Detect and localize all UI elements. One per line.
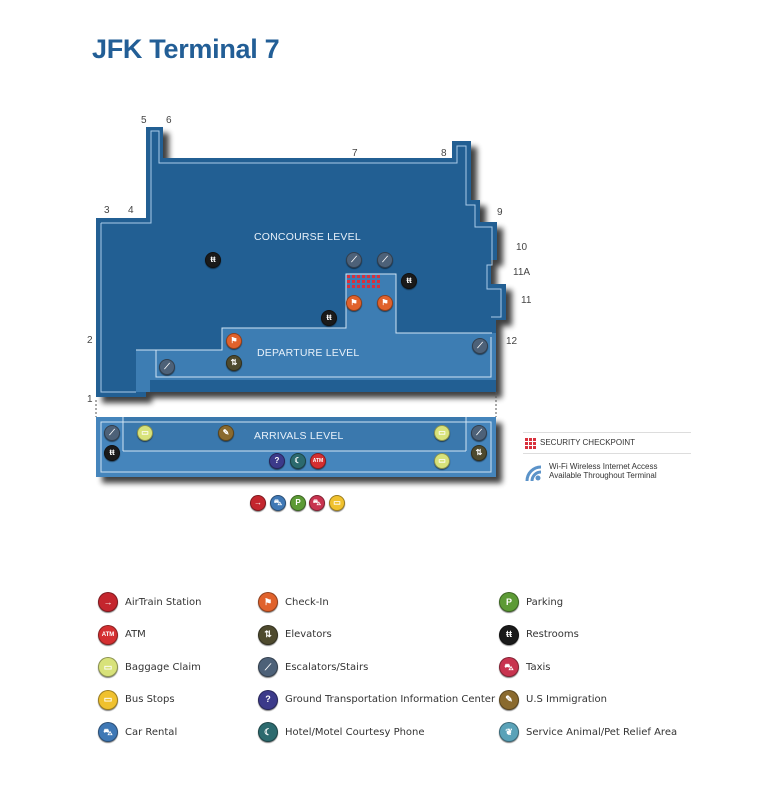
baggage-claim-icon[interactable]: ▭	[434, 453, 450, 469]
baggage-claim-icon[interactable]: ▭	[137, 425, 153, 441]
restroom-icon[interactable]: ŧŧ	[104, 445, 120, 461]
restroom-icon: ŧŧ	[499, 624, 519, 645]
legend-label: Escalators/Stairs	[285, 661, 369, 673]
legend-item: ✎ U.S Immigration	[499, 689, 607, 710]
gate-label: 11	[521, 295, 532, 306]
escalator-icon[interactable]: ⟋	[471, 425, 487, 441]
immigration-icon: ✎	[499, 689, 519, 710]
check-in-icon[interactable]: ⚑	[346, 295, 362, 311]
legend-item: ⇅ Elevators	[258, 624, 332, 645]
wifi-icon	[525, 465, 542, 482]
restroom-icon[interactable]: ŧŧ	[321, 310, 337, 326]
gate-label: 10	[516, 242, 528, 253]
legend-label: Ground Transportation Information Center	[285, 694, 496, 705]
elevator-icon[interactable]: ⇅	[226, 355, 242, 371]
taxi-icon[interactable]: ⛍	[309, 495, 325, 511]
legend-item: → AirTrain Station	[98, 592, 201, 612]
concourse-level-area	[96, 127, 506, 397]
ground-transportation-icon[interactable]: ?	[269, 453, 285, 469]
atm-icon[interactable]: ATM	[310, 453, 326, 469]
airtrain-icon[interactable]: →	[250, 495, 266, 511]
check-in-icon[interactable]: ⚑	[377, 295, 393, 311]
legend-item: P Parking	[499, 592, 563, 612]
gate-label: 2	[87, 335, 93, 346]
legend-label: U.S Immigration	[526, 694, 607, 705]
page-title: JFK Terminal 7	[92, 34, 280, 64]
immigration-icon[interactable]: ✎	[218, 425, 234, 441]
security-checkpoint-legend-icon	[525, 438, 536, 449]
legend-item: ? Ground Transportation Information Cente…	[258, 689, 496, 710]
car-rental-icon: ⛍	[98, 722, 118, 742]
gate-label: 12	[506, 336, 518, 347]
arrivals-level-label: ARRIVALS LEVEL	[254, 430, 344, 442]
legend-item: ⛍ Taxis	[499, 657, 551, 677]
baggage-claim-icon: ▭	[98, 657, 118, 677]
atm-icon: ATM	[98, 624, 118, 645]
escalator-icon[interactable]: ⟋	[159, 359, 175, 375]
legend-label: Check-In	[285, 596, 329, 608]
legend-label: Taxis	[526, 661, 551, 673]
gate-label: 6	[166, 115, 172, 126]
legend-label: Service Animal/Pet Relief Area	[526, 726, 678, 738]
divider	[523, 432, 691, 433]
bus-stop-icon[interactable]: ▭	[329, 495, 345, 511]
legend-label: Elevators	[285, 629, 332, 640]
hotel-phone-icon[interactable]: ☾	[290, 453, 306, 469]
legend-label: Baggage Claim	[125, 661, 201, 673]
restroom-icon[interactable]: ŧŧ	[205, 252, 221, 268]
legend-item: ATM ATM	[98, 624, 146, 645]
security-checkpoint-area	[347, 275, 380, 288]
wifi-note-line1: Wi-Fi Wireless Internet Access	[549, 462, 658, 471]
escalator-icon[interactable]: ⟋	[472, 338, 488, 354]
escalator-icon[interactable]: ⟋	[346, 252, 362, 268]
gate-label: 7	[352, 148, 358, 159]
baggage-claim-icon[interactable]: ▭	[434, 425, 450, 441]
check-in-icon: ⚑	[258, 592, 278, 612]
gate-label: 3	[104, 205, 110, 216]
gate-label: 5	[141, 115, 147, 126]
legend-label: Restrooms	[526, 629, 579, 640]
escalator-icon: ⟋	[258, 657, 278, 677]
pet-relief-icon: ❦	[499, 722, 519, 742]
legend-item: ⟋ Escalators/Stairs	[258, 657, 368, 677]
car-rental-icon[interactable]: ⛍	[270, 495, 286, 511]
elevator-icon: ⇅	[258, 624, 278, 645]
legend-label: Parking	[526, 596, 564, 608]
ground-transportation-icon: ?	[258, 689, 278, 710]
gate-label: 11A	[513, 267, 531, 278]
elevator-icon[interactable]: ⇅	[471, 445, 487, 461]
security-checkpoint-note: SECURITY CHECKPOINT	[540, 438, 635, 447]
gate-label: 8	[441, 148, 447, 159]
escalator-icon[interactable]: ⟋	[104, 425, 120, 441]
legend-label: AirTrain Station	[125, 596, 202, 608]
legend-item: ▭ Bus Stops	[98, 689, 175, 710]
legend-item: ŧŧ Restrooms	[499, 624, 579, 645]
concourse-level-label: CONCOURSE LEVEL	[254, 231, 361, 243]
parking-icon: P	[499, 592, 519, 612]
legend-label: Bus Stops	[125, 694, 175, 705]
legend-label: ATM	[125, 629, 146, 640]
legend-item: ☾ Hotel/Motel Courtesy Phone	[258, 722, 425, 742]
gate-label: 1	[87, 394, 93, 405]
departure-level-label: DEPARTURE LEVEL	[257, 347, 360, 359]
parking-icon[interactable]: P	[290, 495, 306, 511]
legend-item: ⛍ Car Rental	[98, 722, 177, 742]
legend-item: ❦ Service Animal/Pet Relief Area	[499, 722, 677, 742]
divider	[523, 453, 691, 454]
gate-label: 4	[128, 205, 134, 216]
legend-item: ▭ Baggage Claim	[98, 657, 201, 677]
check-in-icon[interactable]: ⚑	[226, 333, 242, 349]
gate-label: 9	[497, 207, 503, 218]
wifi-note-line2: Available Throughout Terminal	[549, 471, 657, 480]
taxi-icon: ⛍	[499, 657, 519, 677]
legend-item: ⚑ Check-In	[258, 592, 329, 612]
restroom-icon[interactable]: ŧŧ	[401, 273, 417, 289]
hotel-phone-icon: ☾	[258, 722, 278, 742]
legend-label: Hotel/Motel Courtesy Phone	[285, 726, 425, 738]
airtrain-icon: →	[98, 592, 118, 612]
bus-stop-icon: ▭	[98, 689, 118, 710]
escalator-icon[interactable]: ⟋	[377, 252, 393, 268]
legend-label: Car Rental	[125, 726, 178, 738]
